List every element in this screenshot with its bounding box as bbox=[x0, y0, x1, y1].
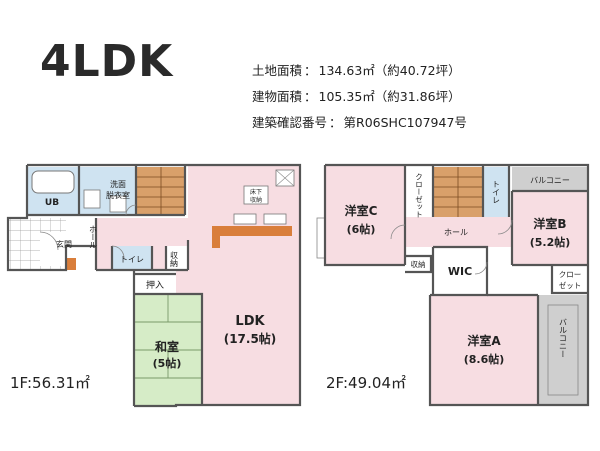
building-area-note: （約31.86坪） bbox=[374, 89, 461, 104]
kitchen-counter-side bbox=[212, 226, 220, 248]
ldk-size-label: (17.5帖) bbox=[224, 331, 277, 346]
building-area-label: 建物面積 bbox=[252, 89, 303, 104]
closet-b-label-1: クロー bbox=[559, 270, 582, 279]
floor-1-area-label: 1F:56.31㎡ bbox=[10, 374, 91, 392]
closet-b bbox=[552, 265, 588, 293]
window-ledge-c bbox=[316, 217, 326, 259]
closet-c bbox=[405, 167, 433, 217]
kitchen-counter bbox=[212, 226, 292, 236]
underfloor-label-2: 収納 bbox=[250, 196, 262, 204]
storage-2f-label: 収納 bbox=[411, 259, 426, 269]
building-area-value: 105.35㎡ bbox=[318, 89, 375, 104]
hall-2f-label: ホール bbox=[444, 228, 468, 237]
land-area-note: （約40.72坪） bbox=[374, 63, 461, 78]
room-c-size-label: (6帖) bbox=[347, 222, 376, 236]
storage-1f bbox=[166, 246, 188, 270]
tatami-lines bbox=[134, 294, 202, 379]
room-c bbox=[325, 165, 405, 265]
floor-2-area-label: 2F:49.04㎡ bbox=[326, 374, 407, 392]
permit-number-label: 建築確認番号 bbox=[252, 115, 328, 130]
toilet-2f-label: トイレ bbox=[492, 180, 501, 204]
floor-2-plan: クローゼット トイレ バルコニー 洋室C (6帖) 洋室B (5.2帖) ホール… bbox=[316, 163, 590, 407]
room-a-label: 洋室A bbox=[467, 333, 501, 348]
ldk-label: LDK bbox=[235, 314, 265, 329]
genkan-floor bbox=[40, 232, 88, 266]
closet-c-label: クローゼット bbox=[414, 173, 423, 218]
room-b-size-label: (5.2帖) bbox=[530, 235, 571, 249]
washer bbox=[109, 195, 127, 213]
stair-steps-1f bbox=[137, 167, 185, 215]
room-b-label: 洋室B bbox=[533, 216, 566, 231]
room-b bbox=[512, 191, 588, 265]
room-a-size-label: (8.6帖) bbox=[464, 352, 505, 366]
underfloor-storage bbox=[243, 185, 269, 205]
land-area-line: 土地面積：134.63㎡（約40.72坪） bbox=[252, 63, 461, 78]
wic-room bbox=[433, 247, 487, 295]
ub-label: UB bbox=[45, 198, 59, 208]
storage-2f bbox=[405, 256, 431, 272]
layout-title: 4LDK bbox=[40, 36, 174, 87]
stair-steps-2f bbox=[433, 167, 483, 217]
wic-label: WIC bbox=[448, 265, 472, 278]
underfloor-label-1: 床下 bbox=[250, 188, 262, 196]
hall-1f-label: ホール bbox=[89, 225, 98, 249]
oshiire-label: 押入 bbox=[146, 279, 164, 291]
building-area-line: 建物面積：105.35㎡（約31.86坪） bbox=[252, 89, 461, 104]
walls-1f bbox=[6, 163, 302, 408]
balcony-side-inner bbox=[547, 304, 579, 396]
senmen-label-1: 洗面 bbox=[110, 179, 126, 189]
washbasin bbox=[83, 189, 101, 209]
shoe-box bbox=[66, 258, 76, 270]
fridge-diag-b bbox=[275, 169, 295, 187]
toilet-1f-label: トイレ bbox=[120, 255, 144, 264]
toilet-2f bbox=[483, 167, 509, 217]
permit-number-value: 第R06SHC107947号 bbox=[343, 115, 467, 130]
room-c-label: 洋室C bbox=[345, 203, 378, 218]
hall-2f bbox=[405, 217, 512, 247]
doors-1f bbox=[39, 204, 137, 259]
balcony-top-label: バルコニー bbox=[530, 176, 570, 185]
washitsu-size-label: (5帖) bbox=[153, 356, 182, 370]
genkan-label: 玄関 bbox=[56, 239, 72, 249]
stove bbox=[263, 213, 287, 225]
kitchen-sink bbox=[233, 213, 257, 225]
land-area-label: 土地面積 bbox=[252, 63, 303, 78]
oshiire bbox=[134, 274, 176, 294]
floor-1-plan: UB 洗面 脱衣室 玄関 ホール トイレ 収納 押入 和室 (5帖) LDK (… bbox=[6, 163, 302, 408]
bathtub bbox=[31, 170, 75, 194]
closet-b-label-2: ゼット bbox=[559, 280, 582, 290]
doors-2f bbox=[390, 219, 513, 275]
storage-1f-label: 収納 bbox=[170, 250, 179, 268]
permit-number-line: 建築確認番号：第R06SHC107947号 bbox=[252, 115, 467, 130]
balcony-top bbox=[512, 167, 588, 191]
senmen-label-2: 脱衣室 bbox=[106, 190, 130, 200]
land-area-value: 134.63㎡ bbox=[318, 63, 375, 78]
room-a bbox=[430, 295, 538, 405]
balcony-side-label: バルコニー bbox=[559, 318, 568, 358]
washitsu-label: 和室 bbox=[154, 339, 179, 354]
toilet-1f bbox=[112, 246, 152, 270]
walls-2f bbox=[323, 163, 590, 407]
balcony-side bbox=[538, 295, 588, 405]
